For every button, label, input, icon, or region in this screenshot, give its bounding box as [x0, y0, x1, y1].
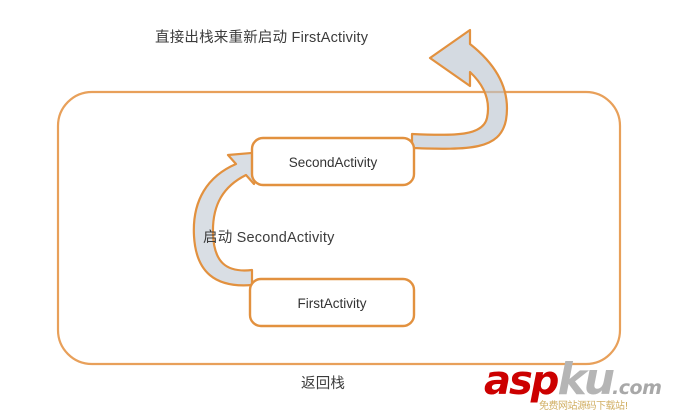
first-activity-label: FirstActivity [297, 296, 367, 311]
first-activity-box[interactable] [248, 277, 416, 328]
second-activity-box[interactable] [250, 136, 416, 187]
watermark-ku: ku [557, 360, 615, 405]
watermark-tld: .com [612, 377, 662, 399]
pop-to-first-activity-arrow [410, 28, 509, 150]
start-arrow-label: 启动 SecondActivity [203, 230, 335, 246]
pop-arrow-label: 直接出栈来重新启动 FirstActivity [155, 30, 369, 46]
pop-arrow-body [410, 28, 509, 150]
second-activity-label: SecondActivity [288, 155, 378, 170]
back-stack-caption: 返回栈 [301, 376, 346, 392]
watermark-tagline: 免费网站源码下载站! [539, 401, 629, 411]
back-stack-container [56, 90, 622, 366]
start-second-activity-arrow [192, 150, 265, 287]
site-watermark: aspku.com 免费网站源码下载站! [484, 360, 675, 411]
watermark-brand: aspku.com [484, 360, 662, 408]
start-arrow-body [192, 150, 265, 287]
watermark-asp: asp [484, 360, 559, 404]
